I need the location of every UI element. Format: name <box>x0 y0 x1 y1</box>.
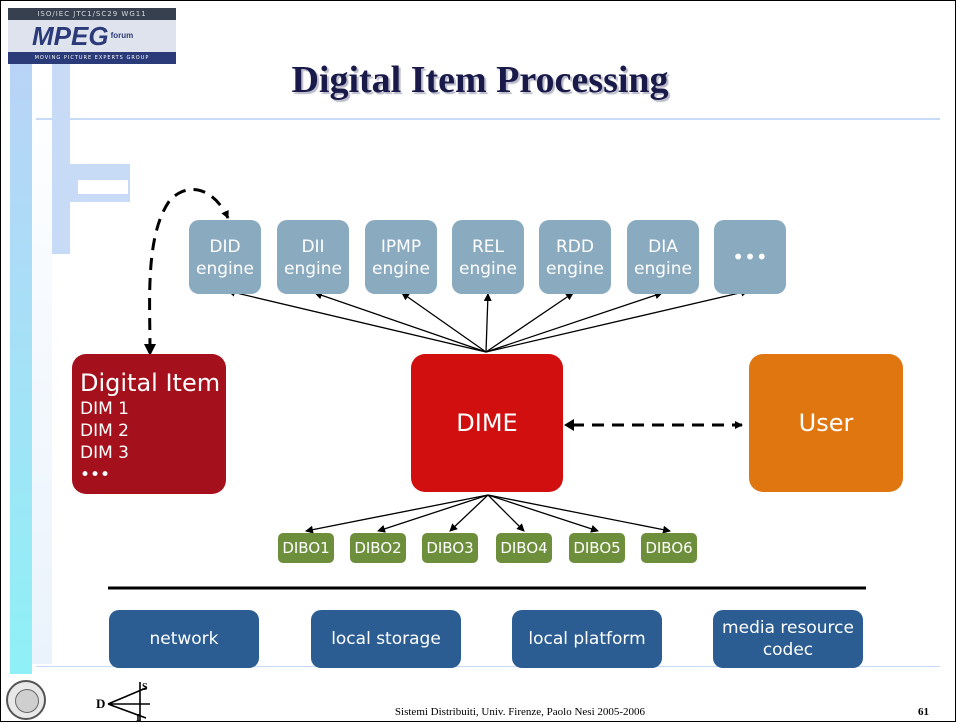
engine-line2: engine <box>284 259 342 279</box>
arrow-dime-dibo5 <box>487 494 599 533</box>
dim-item: DIM 3 <box>80 443 129 463</box>
decor-bar-3 <box>52 64 70 254</box>
engine-line2: engine <box>546 259 604 279</box>
dibo-box: DIBO1 <box>278 533 334 563</box>
arrow-dime-dibo3 <box>449 494 489 532</box>
logo-sup-text: forum <box>110 31 134 40</box>
arrow-dime-rdd <box>485 292 574 353</box>
dashed-arrow-left-head <box>564 419 574 431</box>
page-number: 61 <box>918 706 929 718</box>
platform-label: local platform <box>528 629 646 649</box>
arrow-dime-dibo6 <box>487 494 671 534</box>
dim-item: DIM 2 <box>80 421 129 441</box>
engine-line1: ••• <box>732 245 768 269</box>
decor-bar-1 <box>10 64 32 674</box>
arrow-dime-dii <box>314 291 487 353</box>
arrow-dime-dia <box>485 291 663 353</box>
dibo-box: DIBO4 <box>496 533 552 563</box>
user-label: User <box>798 409 854 437</box>
arrow-dime-more <box>485 288 749 353</box>
footer-rule <box>36 666 940 667</box>
engine-line1: REL <box>471 237 505 257</box>
engine-line1: DIA <box>648 237 678 257</box>
engine-line1: IPMP <box>380 237 422 257</box>
media-resource-codec-box: media resource codec <box>713 610 863 668</box>
engine-line1: DID <box>209 237 241 257</box>
dsi-logo-icon: D S I <box>96 682 150 722</box>
network-box: network <box>109 610 259 668</box>
dime-box: DIME <box>411 354 563 492</box>
arrow-dime-did <box>227 288 487 353</box>
arrow-dime-dibo1 <box>305 494 489 534</box>
digital-item-box: Digital Item DIM 1 DIM 2 DIM 3 ••• <box>72 354 226 494</box>
dibo-box: DIBO6 <box>641 533 697 563</box>
dibo-box: DIBO3 <box>422 533 478 563</box>
platform-label: media resource codec <box>722 618 854 660</box>
dashed-arrow-di-head <box>144 344 156 356</box>
user-box: User <box>749 354 903 492</box>
footer-text: Sistemi Distribuiti, Univ. Firenze, Paol… <box>394 706 646 718</box>
svg-text:D: D <box>96 696 105 711</box>
dibo-box: DIBO5 <box>569 533 625 563</box>
dim-item: DIM 1 <box>80 399 129 419</box>
svg-text:I: I <box>136 713 140 722</box>
engine-line2: engine <box>372 259 430 279</box>
decor-bar-2 <box>32 64 52 664</box>
seal-inner <box>15 689 39 713</box>
engine-line1: RDD <box>556 237 594 257</box>
arrow-dime-dibo2 <box>377 494 489 533</box>
decor-bar-5 <box>78 180 128 194</box>
logo-bottom-text: MOVING PICTURE EXPERTS GROUP <box>8 52 176 64</box>
local-platform-box: local platform <box>512 610 662 668</box>
university-seal-icon <box>6 680 46 720</box>
platform-label: local storage <box>331 629 441 649</box>
logo-top-text: ISO/IEC JTC1/SC29 WG11 <box>8 8 176 20</box>
local-storage-box: local storage <box>311 610 461 668</box>
digital-item-title: Digital Item <box>80 369 221 397</box>
arrow-dime-dibo4 <box>487 494 525 532</box>
dim-more: ••• <box>80 465 111 485</box>
title-underline <box>36 118 940 120</box>
dashed-arrow-di-did <box>148 188 230 351</box>
dibo-box: DIBO2 <box>350 533 406 563</box>
logo-main-text: MPEG <box>32 21 109 51</box>
platform-label: network <box>149 629 219 649</box>
engine-line2: engine <box>459 259 517 279</box>
engine-line2: engine <box>634 259 692 279</box>
arrow-dime-rel <box>483 293 492 353</box>
dime-label: DIME <box>456 409 518 437</box>
svg-text:S: S <box>142 682 148 693</box>
more-engines: ••• <box>714 220 786 294</box>
engine-line1: DII <box>301 237 325 257</box>
arrow-dime-ipmp <box>401 292 487 353</box>
engine-line2: engine <box>196 259 254 279</box>
slide-title: Digital Item Processing <box>291 59 669 101</box>
